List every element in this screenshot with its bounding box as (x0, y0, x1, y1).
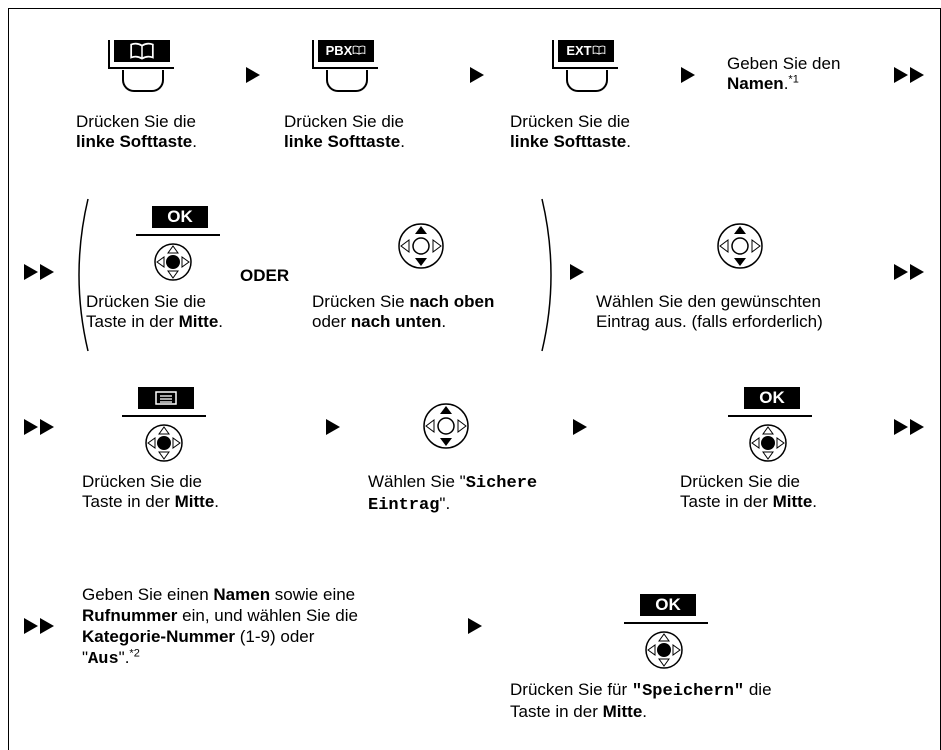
continue-arrow (894, 67, 928, 83)
continue-arrow (894, 264, 928, 280)
pbx-phonebook-icon: PBX (318, 40, 374, 62)
row3-step-2-text: Wählen Sie "Sichere Eintrag". (368, 472, 538, 515)
next-arrow (570, 264, 584, 280)
next-arrow (573, 419, 587, 435)
next-arrow (326, 419, 340, 435)
select-entry-text: Wählen Sie den gewünschten Eintrag aus. … (596, 292, 823, 331)
left-softkey-pbx-phonebook[interactable]: PBX (308, 40, 380, 92)
continue-arrow (894, 419, 928, 435)
row3-step-1-text: Drücken Sie die Taste in der Mitte. (82, 472, 220, 511)
or-label: ODER (240, 266, 290, 285)
left-softkey-ext-phonebook[interactable]: EXT (548, 40, 620, 92)
option-2-text: Drücken Sie nach oben oder nach unten. (312, 292, 495, 331)
open-paren (78, 198, 89, 352)
continue-arrow (24, 419, 58, 435)
continue-arrow (24, 264, 58, 280)
continue-arrow (24, 618, 58, 634)
next-arrow (246, 67, 260, 83)
next-arrow (470, 67, 484, 83)
save-step-text: Drücken Sie für "Speichern" die Taste in… (510, 680, 772, 721)
phonebook-icon (114, 40, 170, 62)
step-1-text: Drücken Sie die linke Softtaste. (76, 112, 197, 151)
close-paren (541, 198, 552, 352)
option-1-text: Drücken Sie die Taste in der Mitte. (86, 292, 224, 331)
navigator-center-icon[interactable] (644, 630, 684, 670)
navigator-updown-icon[interactable] (422, 402, 470, 450)
left-softkey-phonebook[interactable] (104, 40, 176, 92)
navigator-center-icon[interactable] (748, 423, 788, 463)
next-arrow (468, 618, 482, 634)
navigator-updown-icon[interactable] (716, 222, 764, 270)
step-4-text: Geben Sie den Namen.*1 (727, 54, 841, 93)
enter-name-number-text: Geben Sie einen Namen sowie eine Rufnumm… (82, 585, 358, 669)
navigator-center-icon[interactable] (144, 423, 184, 463)
step-2-text: Drücken Sie die linke Softtaste. (284, 112, 405, 151)
navigator-center-icon[interactable] (153, 242, 193, 282)
ext-phonebook-icon: EXT (558, 40, 614, 62)
menu-icon (138, 387, 194, 409)
step-3-text: Drücken Sie die linke Softtaste. (510, 112, 631, 151)
navigator-updown-icon[interactable] (397, 222, 445, 270)
next-arrow (681, 67, 695, 83)
row3-step-3-text: Drücken Sie die Taste in der Mitte. (680, 472, 818, 511)
